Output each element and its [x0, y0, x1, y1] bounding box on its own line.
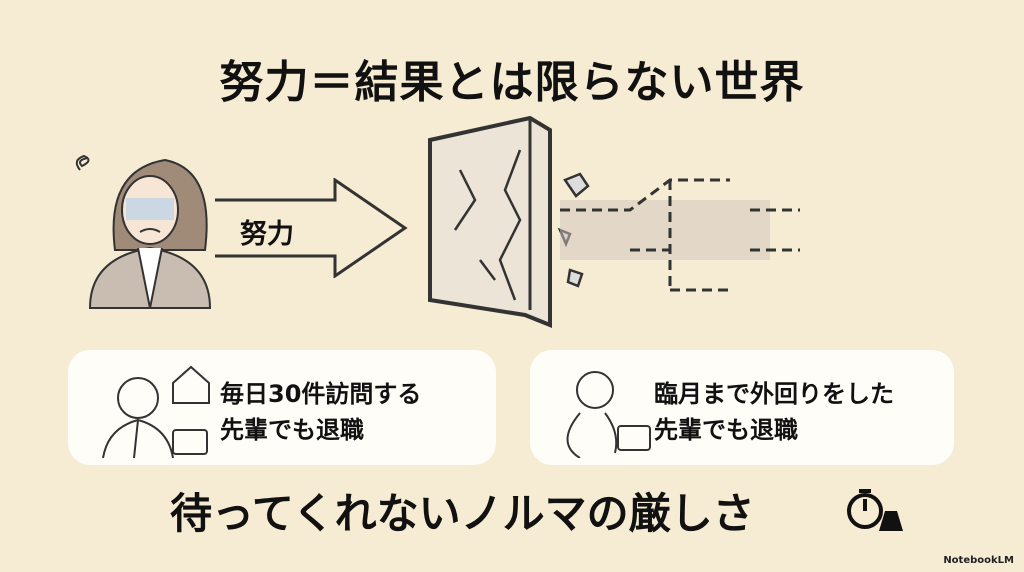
card-line1: 臨月まで外回りをした [654, 380, 894, 408]
effort-arrow [215, 178, 408, 278]
briefcase-icon [172, 429, 208, 455]
briefcase-icon [617, 425, 651, 451]
broken-wall-illustration [428, 115, 800, 328]
pregnant-woman-icon [566, 371, 651, 458]
card-senior-pregnant: 臨月まで外回りをした 先輩でも退職 [530, 350, 954, 465]
effort-label: 努力 [240, 219, 294, 250]
stopwatch-weight-icon [847, 489, 903, 531]
card-line1: 毎日30件訪問する [220, 380, 422, 408]
bottom-message: 待ってくれないノルマの厳しさ [170, 489, 755, 538]
card-line2: 先輩でも退職 [220, 416, 364, 444]
stress-swirl-icon [75, 154, 90, 171]
worried-woman-illustration [75, 154, 212, 309]
house-icon [172, 365, 210, 404]
page-title: 努力＝結果とは限らない世界 [219, 57, 805, 108]
tired-man-icon [102, 365, 210, 458]
notebooklm-brand: NotebookLM [943, 555, 1014, 566]
card-senior-30-visits: 毎日30件訪問する 先輩でも退職 [68, 350, 496, 465]
card-line2: 先輩でも退職 [654, 416, 798, 444]
